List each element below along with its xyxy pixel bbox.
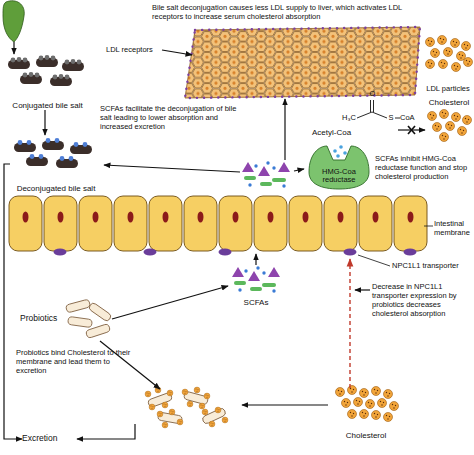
bile-salt-group: Conjugated bile salt <box>5 50 90 110</box>
cholesterol-bottom-balls <box>336 386 399 422</box>
bound-complex <box>145 387 228 428</box>
annotation: S <box>387 113 395 122</box>
node-text: Deconjugated bile salt <box>10 184 102 193</box>
annotation: O <box>368 89 377 98</box>
bile-salt-group: Deconjugated bile salt <box>10 135 102 193</box>
connectors <box>4 110 425 439</box>
annotation: Probiotics bind Cholesterol to their mem… <box>16 348 134 375</box>
node-text: Conjugated bile salt <box>5 101 90 110</box>
annotation: CoA <box>400 113 422 122</box>
node-text: Excretion <box>22 434 74 444</box>
particle-cluster: LDL particles <box>422 34 474 94</box>
scfa-group: SCFAs <box>228 265 284 307</box>
npc1l1-inhibition-arrow <box>349 259 350 388</box>
node-text: Probiotics <box>20 314 112 324</box>
flow-arrow <box>398 129 425 130</box>
node-text: LDL particles <box>422 85 474 94</box>
node-text: Acetyl-Coa <box>312 128 398 137</box>
enzyme-shape: HMG-Coa reductase <box>305 142 373 190</box>
flow-arrow <box>44 110 45 135</box>
annotation: LDL receptors <box>106 45 164 54</box>
substrate-dots <box>333 145 347 158</box>
cholesterol-cluster: Cholesterol <box>425 98 473 142</box>
annotation: NPC1L1 transporter <box>392 261 474 270</box>
probiotic-bacteria <box>65 299 112 338</box>
node-text: Cholesterol <box>425 98 473 107</box>
annotation: H₃C <box>334 113 356 122</box>
liver-cells <box>185 27 420 98</box>
node-text: HMG-Coa reductase <box>314 168 364 185</box>
flow-arrow <box>112 286 228 319</box>
cholesterol-cluster: Cholesterol <box>330 385 402 440</box>
node-text: SCFAs <box>228 298 284 307</box>
leader-lines <box>358 226 433 266</box>
annotation: Bile salt deconjugation causes less LDL … <box>152 3 414 21</box>
intestinal-membrane <box>8 195 428 256</box>
bile-salts <box>8 55 92 168</box>
enzyme-body <box>309 146 369 189</box>
gallbladder <box>3 1 24 54</box>
node-text: Cholesterol <box>330 431 402 440</box>
annotation: Intestinal membrane <box>434 219 474 237</box>
ldl-particles <box>426 36 473 72</box>
annotation: SCFAs inhibit HMG-Coa reductase function… <box>375 154 474 181</box>
bacteria-group: Probiotics <box>20 298 112 340</box>
flow-arrow <box>4 164 22 439</box>
acetyl-coa-bonds <box>357 100 400 118</box>
outcome-box: Excretion <box>22 431 74 447</box>
annotation: Decrease in NPC1L1 transporter expressio… <box>372 282 472 318</box>
annotation: SCFAs facilitate the deconjugation of bi… <box>100 104 248 131</box>
process-arrows <box>77 50 370 439</box>
cholesterol-balls <box>428 110 472 142</box>
